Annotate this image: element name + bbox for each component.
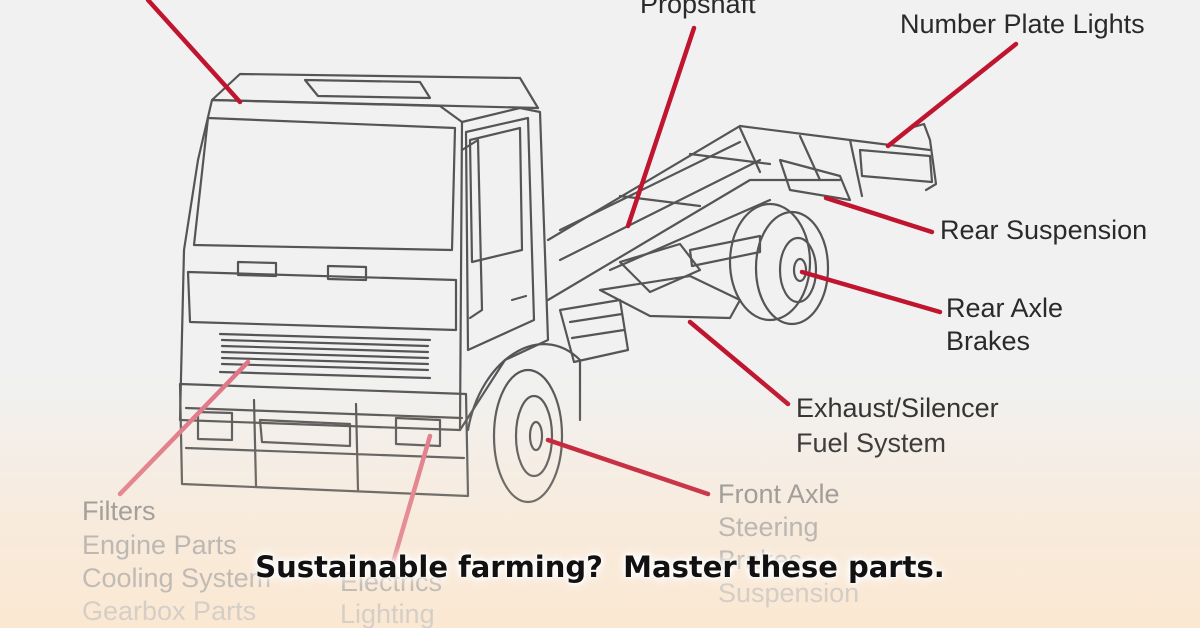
exhaust-silencer bbox=[598, 274, 742, 320]
label-rear-suspension: Rear Suspension bbox=[940, 215, 1148, 245]
rear-wheel bbox=[688, 158, 852, 326]
gearbox bbox=[618, 242, 702, 294]
front-rim bbox=[514, 394, 554, 478]
rear-crossbar bbox=[858, 148, 934, 184]
label-exhaust-silencer: Exhaust/Silencer bbox=[796, 393, 999, 423]
grille-bottom bbox=[218, 370, 432, 380]
label-propshaft: Propshaft bbox=[640, 0, 756, 19]
leader-filters[interactable] bbox=[117, 359, 251, 497]
cab-front bbox=[178, 98, 464, 432]
rear-hub bbox=[792, 257, 808, 283]
label-front-axle: Front Axle bbox=[718, 479, 840, 509]
door-window bbox=[468, 126, 524, 264]
label-engine-parts: Engine Parts bbox=[82, 530, 237, 560]
label-gearbox-parts: Gearbox Parts bbox=[82, 596, 257, 626]
leader-rear-axle bbox=[799, 269, 943, 315]
leader-number-plate bbox=[885, 41, 1019, 149]
front-wheel bbox=[466, 343, 582, 504]
front-tyre bbox=[492, 368, 564, 504]
fuel-tank bbox=[558, 298, 630, 364]
cab-roof bbox=[210, 72, 540, 110]
leader-electrics bbox=[389, 433, 433, 569]
leader-rear-suspension bbox=[823, 195, 935, 235]
label-lighting: Lighting bbox=[340, 599, 435, 628]
label-filters: Filters bbox=[82, 496, 156, 526]
bumper bbox=[178, 382, 470, 498]
front-hub bbox=[528, 420, 544, 452]
label-rear-axle: Rear Axle bbox=[946, 293, 1064, 323]
grille-top bbox=[218, 332, 432, 342]
bumper-detail bbox=[184, 398, 466, 492]
label-fuel-system: Fuel System bbox=[796, 428, 947, 458]
label-rear-axle-brakes: Brakes bbox=[946, 326, 1031, 356]
label-front-suspension: Suspension bbox=[718, 578, 860, 608]
chassis-rail-bottom bbox=[546, 178, 842, 302]
cross-members bbox=[618, 126, 822, 208]
leader-propshaft bbox=[625, 25, 697, 229]
label-number-plate-lights: Number Plate Lights bbox=[900, 9, 1145, 39]
headlight-right bbox=[326, 264, 368, 282]
mirror-arm bbox=[460, 138, 484, 320]
door-handle bbox=[510, 294, 528, 302]
fog-lights bbox=[196, 410, 442, 448]
label-electrics: Electrics bbox=[340, 567, 443, 597]
rear-axle-housing bbox=[688, 234, 762, 268]
wheel-arch bbox=[466, 343, 582, 432]
leader-exhaust bbox=[687, 319, 791, 407]
truck-cab bbox=[178, 72, 550, 498]
cab-roof-hatch bbox=[303, 78, 432, 100]
chassis-frame bbox=[546, 122, 938, 364]
leader-cab bbox=[145, 0, 243, 105]
rear-tyre-inner bbox=[728, 202, 812, 322]
label-steering: Steering bbox=[718, 512, 819, 542]
door bbox=[464, 116, 536, 352]
front-panel bbox=[186, 270, 458, 332]
rear-end-bracket bbox=[848, 122, 938, 198]
label-front-brakes: Brakes bbox=[718, 545, 803, 575]
caption-banner: Sustainable farming? Master these parts. bbox=[255, 550, 945, 584]
rear-tyre bbox=[754, 210, 830, 326]
grille-slats bbox=[220, 338, 430, 372]
windscreen bbox=[192, 116, 457, 252]
rear-rim bbox=[778, 236, 818, 304]
rear-spring bbox=[778, 158, 852, 202]
propshaft bbox=[608, 198, 772, 272]
cab-side bbox=[458, 106, 550, 432]
leader-front-axle bbox=[545, 437, 711, 497]
headlight-left bbox=[236, 260, 278, 278]
label-cooling-system: Cooling System bbox=[82, 563, 272, 593]
